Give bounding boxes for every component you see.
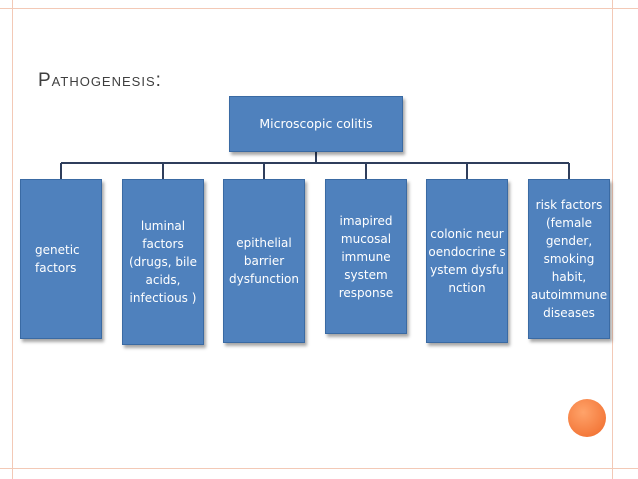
child-node-label: luminal factors (drugs, bile acids, infe… (128, 219, 197, 305)
child-node-label: colonic neuroendocrine system dysfunctio… (428, 227, 506, 295)
child-node-label: genetic factors (35, 243, 80, 275)
child-node-neuroendocrine: colonic neuroendocrine system dysfunctio… (426, 179, 508, 343)
child-node-epithelial-barrier: epithelial barrier dysfunction (223, 179, 305, 343)
child-node-risk-factors: risk factors (female gender, smoking hab… (528, 179, 610, 339)
child-node-immune-response: imapired mucosal immune system response (325, 179, 407, 334)
root-node-label: Microscopic colitis (259, 116, 373, 131)
accent-circle (568, 399, 606, 437)
child-node-label: risk factors (female gender, smoking hab… (530, 198, 608, 320)
child-node-luminal-factors: luminal factors (drugs, bile acids, infe… (122, 179, 204, 345)
child-node-label: imapired mucosal immune system response (338, 213, 394, 300)
child-node-label: epithelial barrier dysfunction (229, 236, 299, 286)
frame-line-bottom (0, 468, 638, 469)
frame-line-left (12, 0, 13, 479)
root-node-microscopic-colitis: Microscopic colitis (229, 96, 403, 152)
frame-line-top (0, 8, 638, 9)
slide-title-text: Pathogenesis: (38, 70, 162, 91)
frame-line-right (612, 0, 613, 479)
slide-title: Pathogenesis: (38, 70, 162, 92)
child-node-genetic-factors: genetic factors (20, 179, 102, 339)
